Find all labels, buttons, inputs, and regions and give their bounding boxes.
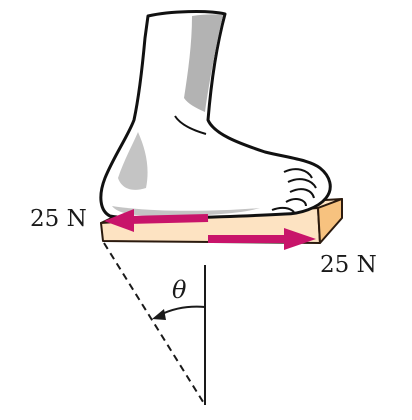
heel-shading: [118, 132, 148, 190]
force-arrow-right-head: [284, 228, 316, 250]
angle-arc-arrowhead: [152, 309, 166, 320]
board-end-face: [317, 198, 343, 244]
force-right-label: 25 N: [320, 252, 377, 278]
leg-shading: [184, 14, 223, 112]
force-arrow-left: [104, 209, 209, 232]
sole-shading: [112, 206, 260, 216]
force-arrow-left-head: [104, 209, 134, 232]
foot-outline: [99, 10, 332, 221]
angle-label: θ: [172, 276, 187, 304]
foot: [99, 10, 332, 221]
sheared-dashed-line: [103, 242, 206, 406]
force-left-label: 25 N: [30, 206, 87, 232]
force-arrow-right: [208, 228, 316, 250]
force-arrow-left-shaft: [127, 214, 209, 224]
angle-arc: [159, 305, 206, 316]
ankle-line: [174, 115, 207, 135]
toe-lines: [271, 168, 317, 213]
